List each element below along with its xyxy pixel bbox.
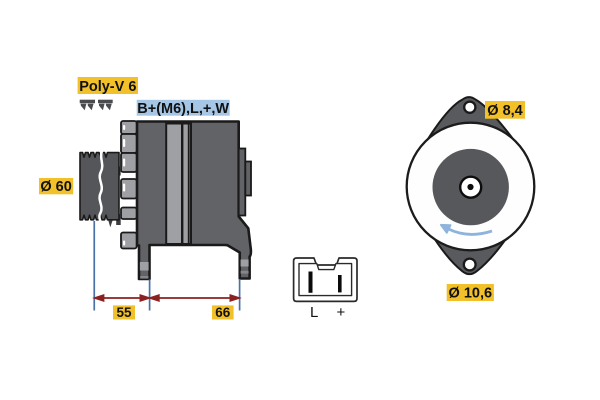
svg-text:L: L (310, 304, 318, 321)
svg-text:Ø 10,6: Ø 10,6 (449, 286, 493, 302)
svg-text:66: 66 (215, 305, 231, 320)
svg-text:Ø 8,4: Ø 8,4 (487, 103, 522, 119)
svg-text:+: + (337, 304, 346, 321)
svg-text:Poly-V 6: Poly-V 6 (79, 79, 136, 95)
svg-text:55: 55 (116, 305, 132, 320)
svg-text:B+(M6),L,+,W: B+(M6),L,+,W (137, 101, 229, 117)
svg-text:Ø 60: Ø 60 (40, 179, 71, 195)
